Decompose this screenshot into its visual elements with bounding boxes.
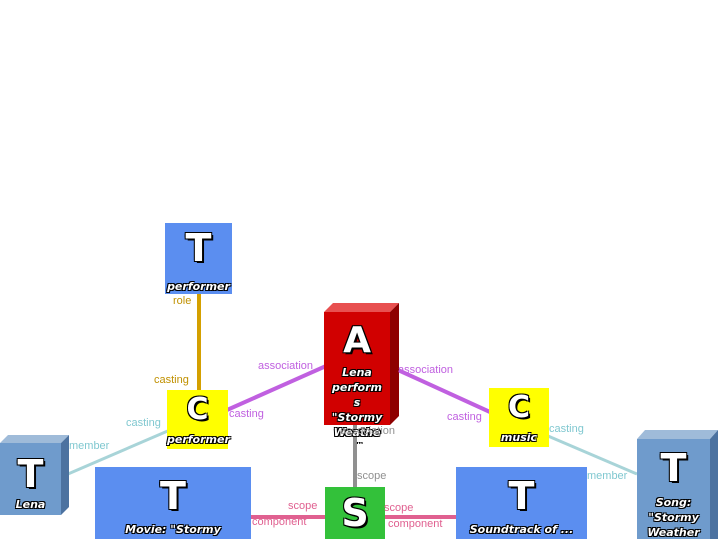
- topic-node-lena[interactable]: T Lena: [0, 443, 61, 515]
- edge-label-scope-vertical: scope: [357, 470, 387, 482]
- topic-node-soundtrack[interactable]: T Soundtrack of ...: [456, 467, 587, 539]
- edge-label-casting-right-inner: casting: [447, 411, 482, 423]
- class-letter: C: [186, 392, 209, 427]
- topic-caption-line-1: Song:: [655, 496, 692, 509]
- edge-label-scope-left: scope: [288, 500, 318, 512]
- lena-box-top: [0, 435, 69, 443]
- lena-box-side: [61, 435, 69, 515]
- edge-label-role: role: [173, 295, 192, 307]
- association-caption-line-1: Lena: [342, 366, 372, 379]
- topic-caption: Soundtrack of ...: [469, 523, 574, 536]
- topic-letter: T: [17, 452, 44, 496]
- topic-letter: T: [160, 474, 186, 518]
- class-node-music[interactable]: C music: [489, 388, 549, 447]
- association-caption-line-6: r": [324, 441, 390, 444]
- association-node[interactable]: A Lena perform s "Stormy Weathe r": [324, 312, 390, 444]
- song-box-top: [637, 430, 718, 439]
- topic-node-performer[interactable]: T performer: [165, 223, 232, 294]
- topic-caption-line-3: Weather: [647, 526, 700, 539]
- edge-label-component-left: component: [252, 516, 307, 528]
- association-caption-line-2: perform: [332, 381, 382, 394]
- association-box-top: [324, 303, 399, 312]
- edge-label-association-left: association: [258, 360, 314, 372]
- edge-label-member-right: member: [587, 470, 628, 482]
- topic-caption: performer: [167, 280, 230, 293]
- edge-class-music-song: [547, 434, 638, 476]
- topic-caption-line-2: "Stormy: [648, 511, 699, 524]
- edge-label-casting-mid: casting: [229, 408, 264, 420]
- edge-label-scope-right: scope: [384, 502, 414, 514]
- edge-label-component-right: component: [388, 518, 443, 530]
- class-caption: performer: [167, 433, 230, 446]
- association-caption-line-4: "Stormy: [331, 411, 383, 424]
- class-caption: music: [500, 431, 538, 444]
- association-caption-line-5: Weathe: [333, 426, 381, 439]
- association-box-side: [390, 303, 399, 425]
- topic-letter: T: [185, 226, 212, 270]
- topic-letter: T: [508, 474, 535, 518]
- edge-label-casting-upper: casting: [154, 374, 189, 386]
- association-caption-line-3: s: [353, 396, 361, 409]
- song-box-side: [710, 430, 718, 539]
- edge-association-class-music: [397, 368, 491, 414]
- class-letter: C: [507, 390, 531, 425]
- edge-label-member-left: member: [69, 440, 110, 452]
- edge-label-association-mid: association: [340, 425, 396, 437]
- edge-lena-class-performer: [67, 428, 171, 476]
- association-letter: A: [343, 320, 371, 361]
- edge-label-casting-right-outer: casting: [549, 423, 584, 435]
- topic-caption: Lena: [15, 498, 46, 511]
- topic-node-song[interactable]: T Song: "Stormy Weather: [637, 439, 710, 539]
- topic-node-movie[interactable]: T Movie: "Stormy: [95, 467, 251, 539]
- scope-node[interactable]: S: [325, 487, 385, 539]
- class-node-performer[interactable]: C performer: [167, 390, 230, 449]
- scope-letter: S: [341, 491, 369, 535]
- edge-label-association-right: association: [398, 364, 454, 376]
- topic-caption: Movie: "Stormy: [125, 523, 221, 536]
- edge-label-casting-left: casting: [126, 417, 161, 429]
- topic-letter: T: [660, 446, 687, 490]
- edge-class-performer-association: [226, 364, 327, 412]
